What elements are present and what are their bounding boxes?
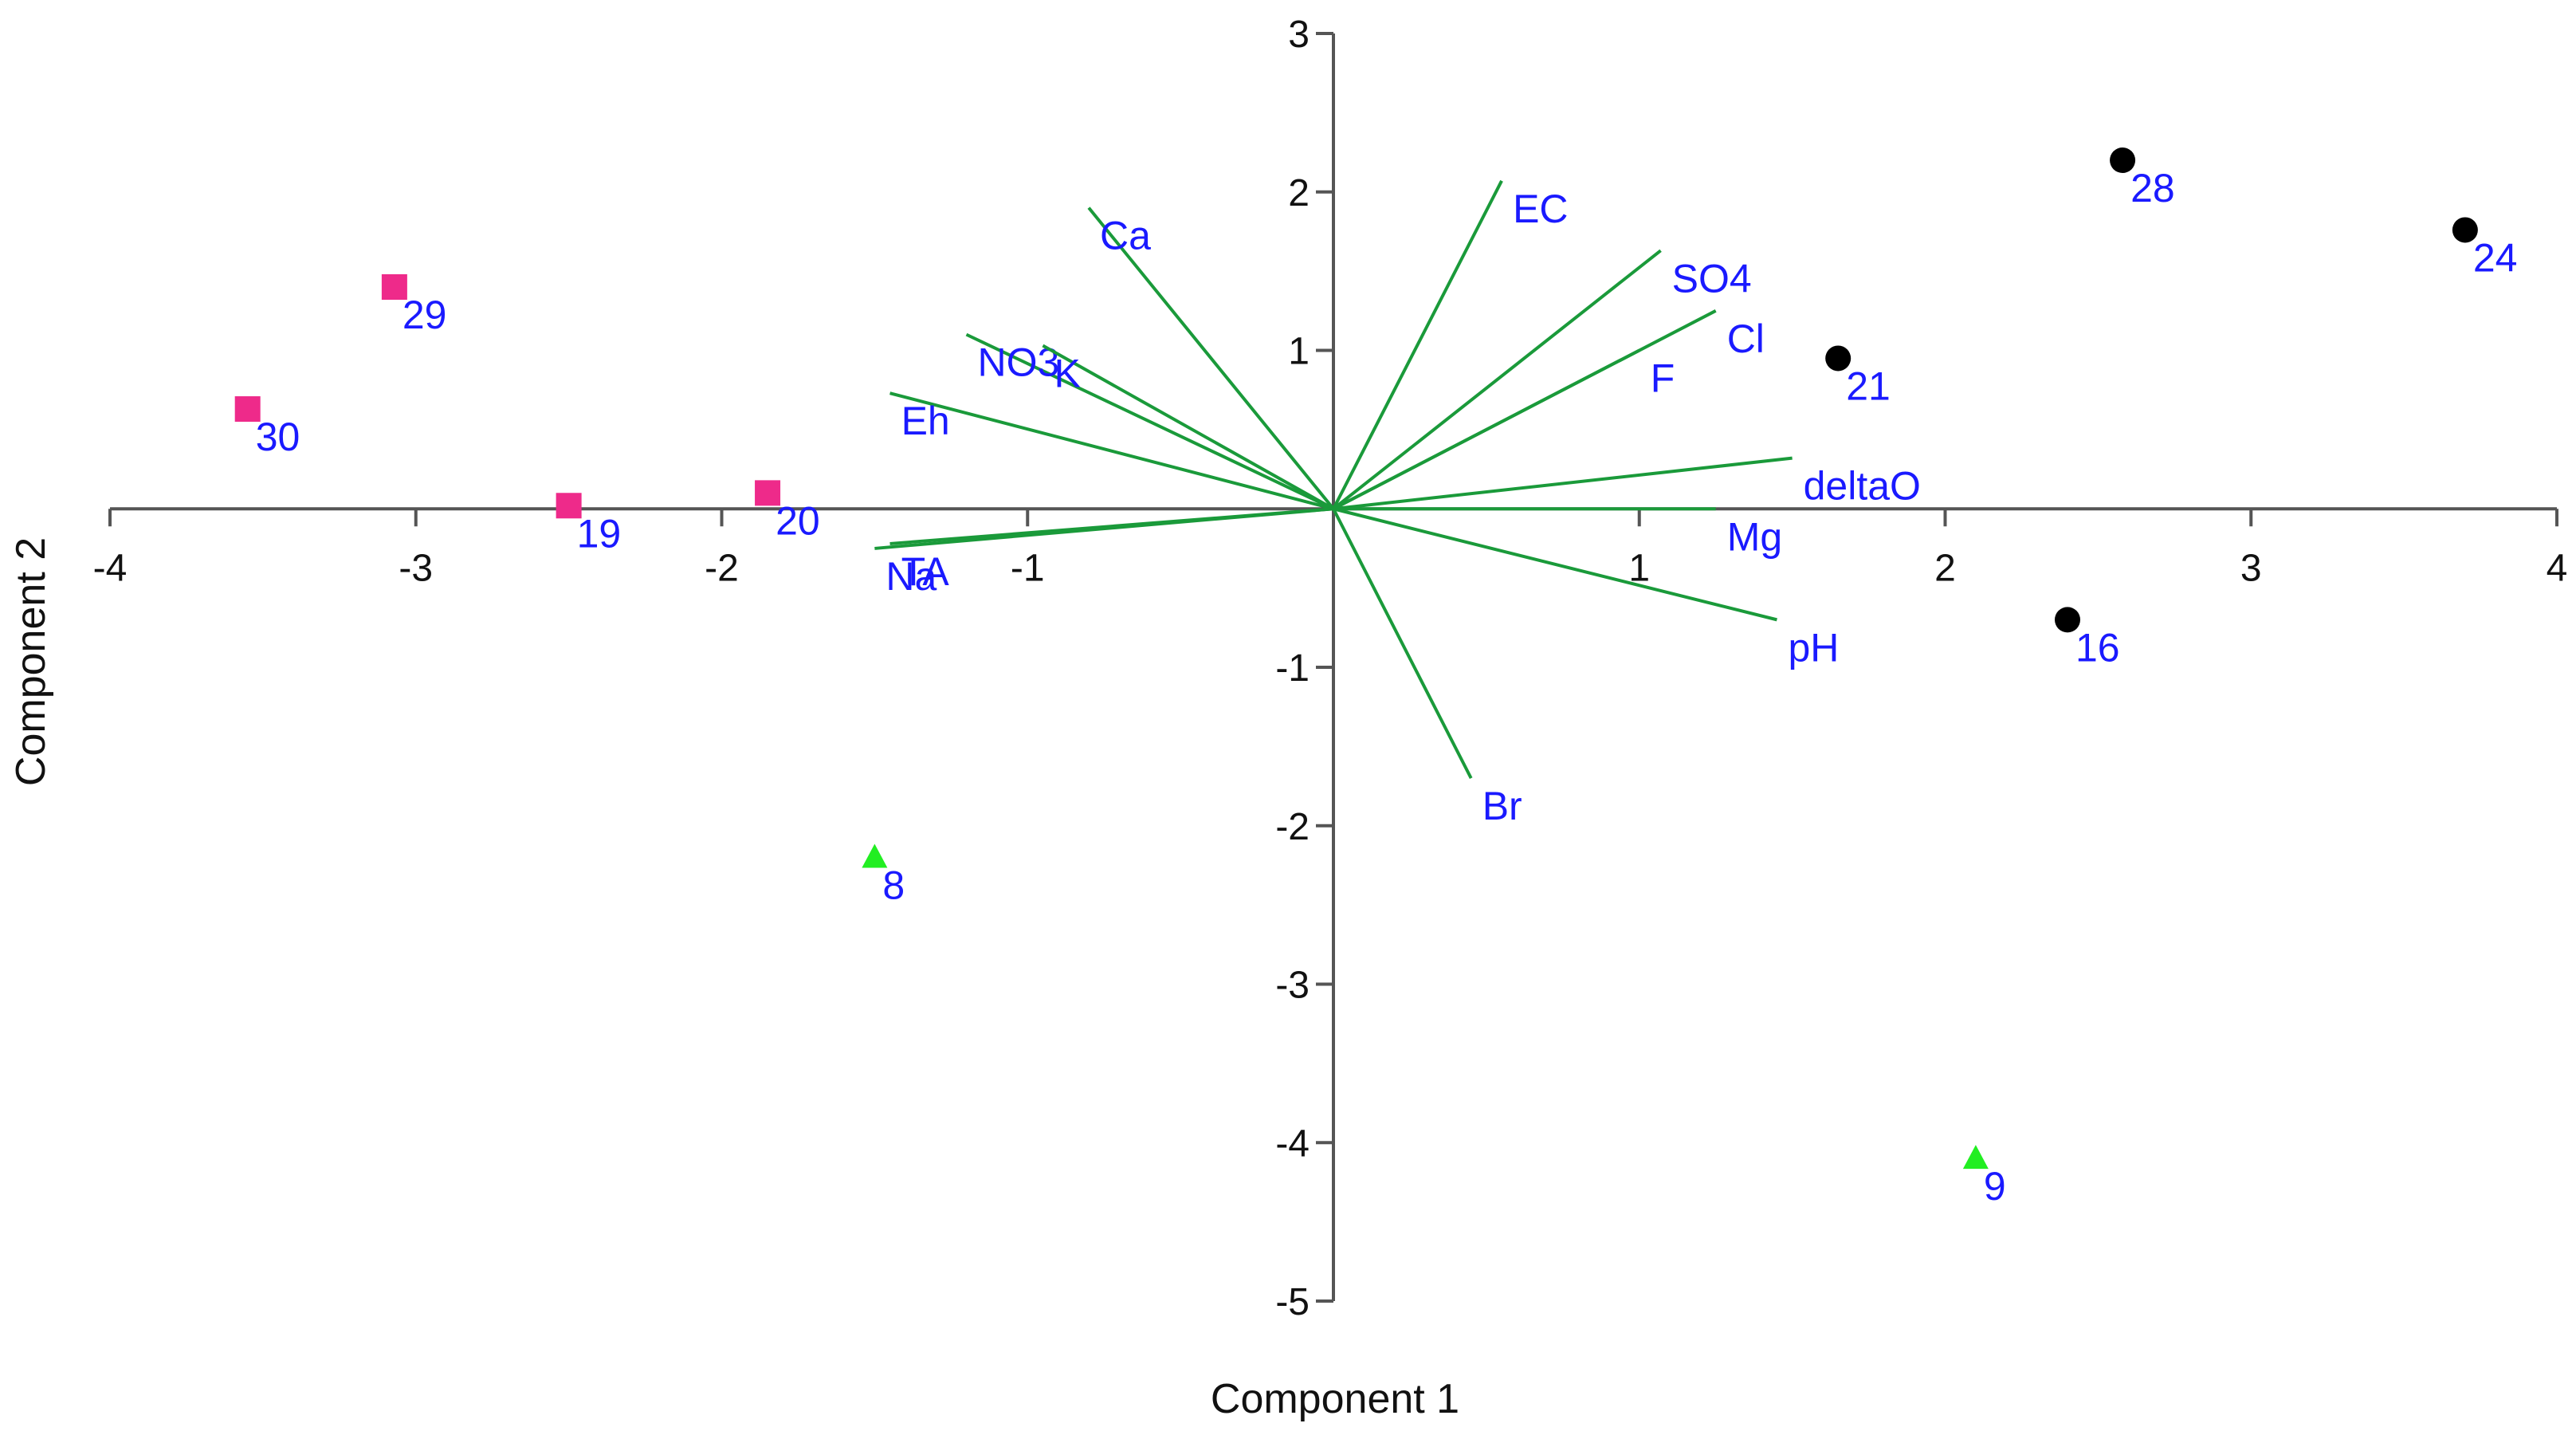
loading-vector-pH	[1333, 507, 1777, 622]
loading-label-EC: EC	[1513, 187, 1568, 231]
x-axis-title: Component 1	[1211, 1376, 1459, 1422]
loading-label-F: F	[1651, 356, 1675, 401]
y-tick-label: -1	[1275, 647, 1310, 690]
point-label-16: 16	[2075, 625, 2120, 670]
y-tick-label: -3	[1275, 965, 1310, 1007]
loading-vector-NO3	[965, 332, 1334, 511]
y-tick-label: 3	[1288, 14, 1310, 56]
point-square-29	[381, 274, 407, 300]
x-tick-label: -4	[93, 547, 128, 589]
loading-vector-TA	[889, 507, 1334, 545]
loading-vector-deltaO	[1333, 456, 1793, 511]
loading-vector-K	[1042, 344, 1334, 510]
y-tick-label: 1	[1288, 331, 1310, 373]
y-tick-label: 2	[1288, 172, 1310, 214]
point-label-28: 28	[2130, 166, 2175, 210]
loading-label-SO4: SO4	[1672, 256, 1752, 301]
loading-vector-Eh	[889, 391, 1334, 511]
point-triangle-9	[1962, 1145, 1989, 1170]
loading-label-Cl: Cl	[1727, 317, 1765, 361]
loading-label-Na: Na	[886, 554, 937, 599]
loading-label-Ca: Ca	[1100, 214, 1151, 258]
point-circle-28	[2110, 147, 2136, 173]
x-tick-label: 4	[2547, 547, 2568, 589]
loading-vector-Br	[1332, 508, 1473, 780]
loading-label-Eh: Eh	[901, 399, 950, 443]
point-label-20: 20	[776, 498, 820, 543]
x-tick-label: -3	[399, 547, 433, 589]
point-label-30: 30	[256, 415, 300, 459]
y-tick-label: -2	[1275, 806, 1310, 848]
point-label-8: 8	[882, 863, 905, 908]
point-circle-21	[1825, 345, 1852, 372]
x-tick-label: -1	[1011, 547, 1045, 589]
loading-label-K: K	[1054, 352, 1080, 396]
loading-label-pH: pH	[1788, 625, 1839, 670]
loading-label-Br: Br	[1482, 784, 1522, 828]
loading-label-deltaO: deltaO	[1804, 464, 1921, 509]
point-label-24: 24	[2473, 235, 2518, 280]
x-tick-label: -2	[705, 547, 739, 589]
point-circle-16	[2055, 607, 2080, 633]
y-tick-label: -4	[1275, 1122, 1310, 1165]
x-tick-label: 2	[1934, 547, 1956, 589]
point-label-29: 29	[402, 293, 447, 337]
loading-vector-Ca	[1087, 206, 1335, 510]
loading-label-TA: TA	[901, 549, 950, 594]
point-triangle-8	[862, 843, 888, 868]
x-tick-label: 3	[2240, 547, 2262, 589]
y-axis-title: Component 2	[8, 537, 54, 786]
point-circle-24	[2452, 217, 2478, 243]
loading-vector-SO4	[1332, 249, 1662, 510]
axes: -4 -3 -2 -1 1 2 3 4 3 21 -1 -2 -3 -4 -5	[93, 14, 2568, 1323]
point-square-19	[556, 493, 582, 519]
loading-vector-EC	[1332, 179, 1503, 510]
point-square-30	[234, 396, 261, 423]
point-label-21: 21	[1846, 364, 1891, 408]
point-label-9: 9	[1984, 1164, 2006, 1209]
point-square-20	[755, 480, 781, 506]
y-tick-label: -5	[1275, 1281, 1310, 1323]
loading-label-Mg: Mg	[1727, 514, 1782, 559]
point-label-19: 19	[577, 511, 622, 556]
loading-vector-F	[1333, 348, 1640, 511]
